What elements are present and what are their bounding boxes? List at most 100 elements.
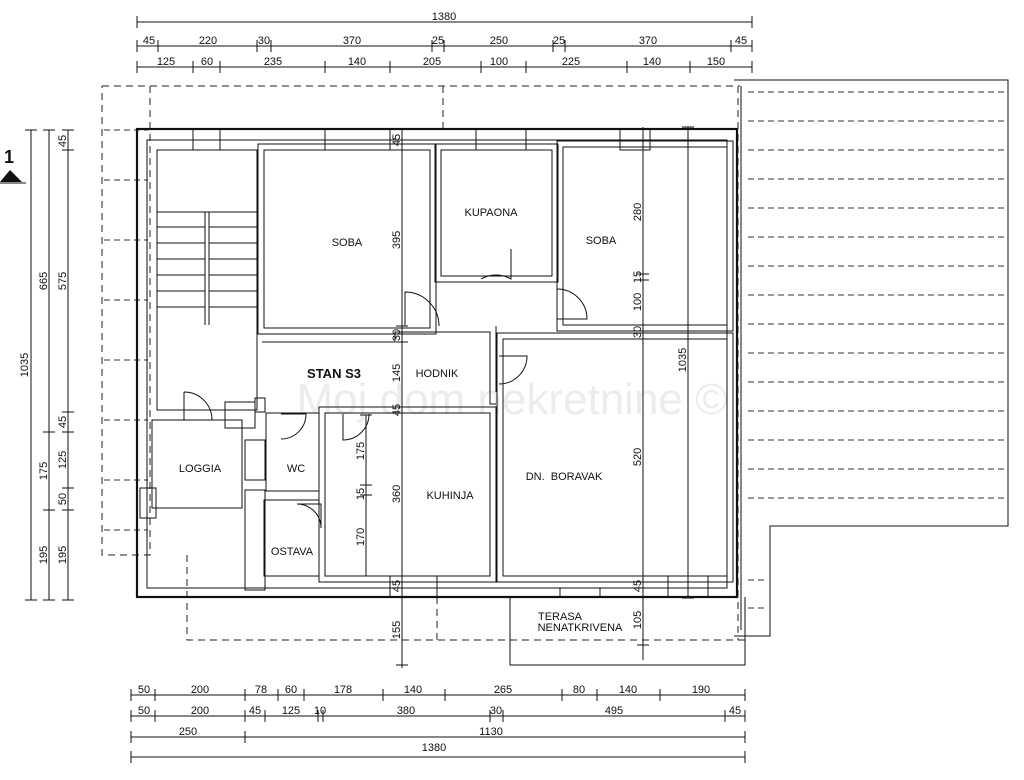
door-kuhinja-icon — [342, 413, 370, 441]
room-wc: WC — [287, 463, 305, 475]
terrace-right — [734, 79, 1009, 637]
dim-bot-total: 1380 — [422, 742, 446, 754]
door-boravak-icon — [498, 355, 528, 385]
dim-top-r2-1: 220 — [199, 35, 217, 47]
dim-left-i3: 125 — [57, 451, 69, 469]
dim-v3-5: 45 — [632, 580, 644, 592]
dim-v1-7: 155 — [391, 621, 403, 639]
door-soba-right-icon — [556, 288, 588, 320]
top-dimensions: 1380 45 220 30 370 25 250 25 370 45 125 … — [136, 11, 753, 73]
room-kupaona: KUPAONA — [465, 207, 519, 219]
door-ostava-icon — [296, 503, 322, 529]
dim-top-r2-4: 25 — [432, 35, 444, 47]
dim-bot-r2-4: 10 — [314, 705, 326, 717]
dim-v3-0: 280 — [632, 203, 644, 221]
dim-left-m1: 175 — [38, 462, 50, 480]
dim-v1-1: 395 — [391, 231, 403, 249]
room-terasa: TERASA — [538, 611, 583, 623]
dim-top-r2-2: 30 — [258, 35, 270, 47]
dim-top-r3-8: 150 — [707, 56, 725, 68]
dim-bot-r2-5: 380 — [397, 705, 415, 717]
interior-dimensions: 45 395 30 145 45 360 45 155 175 15 170 2… — [355, 126, 694, 668]
dim-v3-3: 30 — [632, 326, 644, 338]
dim-bot-r1-5: 140 — [404, 684, 422, 696]
room-labels: SOBA KUPAONA SOBA STAN S3 HODNIK LOGGIA … — [179, 207, 623, 634]
dim-bot-r2-0: 50 — [138, 705, 150, 717]
door-soba-left-icon — [404, 291, 440, 327]
dim-top-r2-3: 370 — [343, 35, 361, 47]
room-loggia: LOGGIA — [179, 463, 222, 475]
dim-bot-r2-1: 200 — [191, 705, 209, 717]
dim-v1-2: 30 — [391, 329, 403, 341]
dim-bot-r1-2: 78 — [255, 684, 267, 696]
dim-v1-3: 145 — [391, 364, 403, 382]
walls — [135, 127, 739, 599]
dim-top-r3-6: 225 — [562, 56, 580, 68]
dim-bot-r1-9: 190 — [692, 684, 710, 696]
windows — [139, 128, 709, 598]
dim-bot-r2-6: 30 — [490, 705, 502, 717]
dim-top-r2-5: 250 — [490, 35, 508, 47]
doors — [183, 249, 588, 529]
stairs — [157, 211, 257, 325]
dim-v2-0: 175 — [355, 442, 367, 460]
dim-top-r3-0: 125 — [157, 56, 175, 68]
left-strip — [104, 129, 148, 531]
dim-bot-r2-3: 125 — [282, 705, 300, 717]
dim-top-r3-1: 60 — [201, 56, 213, 68]
outer-outline — [101, 85, 745, 641]
dim-bot-r2-8: 45 — [729, 705, 741, 717]
dim-left-i0: 45 — [57, 135, 69, 147]
room-hodnik: HODNIK — [416, 368, 459, 380]
dim-bot-r3-1: 1130 — [479, 726, 503, 738]
dim-bot-r1-6: 265 — [494, 684, 512, 696]
dim-v1-0: 45 — [391, 134, 403, 146]
dim-v1-4: 45 — [391, 404, 403, 416]
dim-top-total: 1380 — [432, 11, 456, 23]
dim-v4-0: 1035 — [677, 348, 689, 372]
watermark: Moj dom nekretnine © — [296, 375, 727, 424]
dim-v3-6: 105 — [632, 611, 644, 629]
dim-v3-1: 15 — [632, 271, 644, 283]
terrace-bottom — [509, 597, 746, 666]
dim-top-r3-5: 100 — [490, 56, 508, 68]
dim-bot-r1-8: 140 — [619, 684, 637, 696]
dim-bot-r2-2: 45 — [249, 705, 261, 717]
dim-v2-2: 170 — [355, 528, 367, 546]
room-terasa-sub: NENATKRIVENA — [538, 622, 623, 634]
dim-left-i1: 575 — [57, 272, 69, 290]
room-soba-left: SOBA — [332, 237, 363, 249]
dim-top-r2-8: 45 — [735, 35, 747, 47]
dim-top-r3-4: 205 — [423, 56, 441, 68]
dim-left-i5: 195 — [57, 546, 69, 564]
dim-top-r3-2: 235 — [264, 56, 282, 68]
dim-top-r3-3: 140 — [348, 56, 366, 68]
dim-bot-r2-7: 495 — [605, 705, 623, 717]
door-kupaona-icon — [480, 249, 512, 280]
dim-left-m2: 195 — [38, 546, 50, 564]
section-arrow-icon — [0, 170, 22, 182]
dim-top-r3-7: 140 — [643, 56, 661, 68]
dim-v3-2: 100 — [632, 293, 644, 311]
room-boravak: DN. BORAVAK — [526, 471, 603, 483]
dim-bot-r1-3: 60 — [285, 684, 297, 696]
dim-v1-6: 45 — [391, 580, 403, 592]
dim-left-i2: 45 — [57, 416, 69, 428]
dim-bot-r1-7: 80 — [573, 684, 585, 696]
door-loggia-icon — [183, 391, 213, 421]
room-soba-right: SOBA — [586, 235, 617, 247]
dim-v2-1: 15 — [355, 488, 367, 500]
dim-left-m0: 665 — [38, 272, 50, 290]
room-kuhinja: KUHINJA — [426, 490, 474, 502]
dim-bot-r1-1: 200 — [191, 684, 209, 696]
dim-left-total: 1035 — [19, 353, 31, 377]
dim-top-r2-0: 45 — [143, 35, 155, 47]
dim-bot-r1-4: 178 — [334, 684, 352, 696]
bottom-dimensions: 50 200 78 60 178 140 265 80 140 190 50 2… — [130, 684, 746, 763]
door-wc-icon — [280, 413, 307, 440]
dim-top-r2-7: 370 — [639, 35, 657, 47]
left-dimensions: 1035 665 175 195 45 575 45 125 50 195 — [19, 129, 74, 601]
unit-title: STAN S3 — [307, 366, 361, 381]
dim-v1-5: 360 — [391, 485, 403, 503]
dim-bot-r3-0: 250 — [179, 726, 197, 738]
